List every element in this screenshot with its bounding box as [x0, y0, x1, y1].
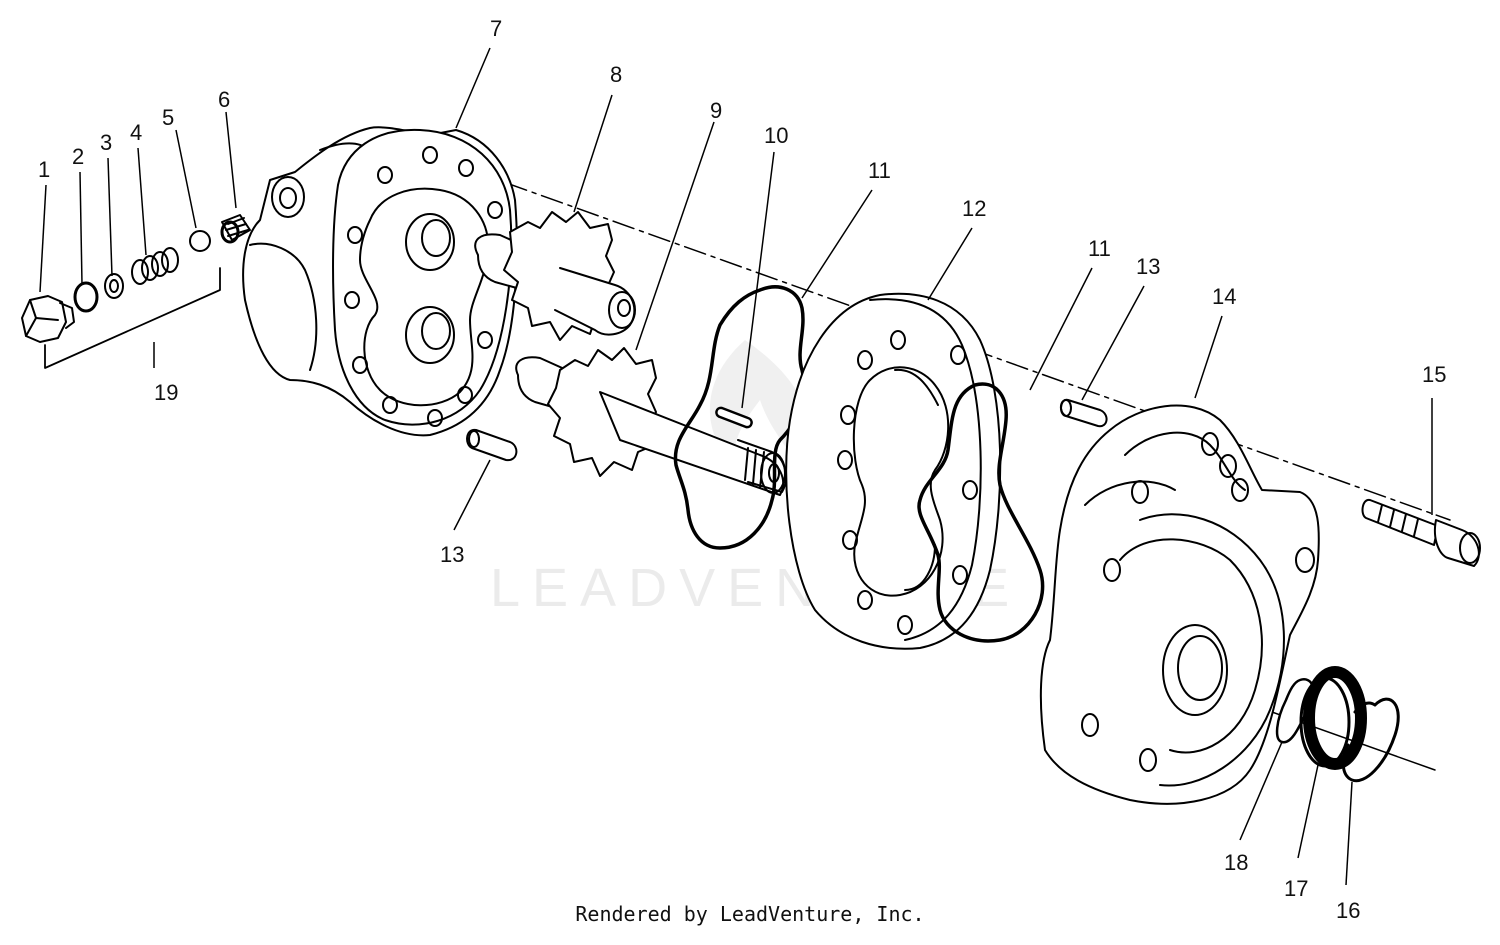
callout-9: 9 [710, 98, 722, 123]
part-15-bolt [1361, 498, 1481, 567]
callout-12: 12 [962, 196, 986, 221]
callout-10: 10 [764, 123, 788, 148]
part-12-gear-housing [785, 292, 1002, 650]
part-3-washer [104, 273, 124, 299]
callout-4: 4 [130, 120, 142, 145]
callout-18: 18 [1224, 850, 1248, 875]
callout-13-right: 13 [1136, 254, 1160, 279]
callout-19: 19 [154, 380, 178, 405]
part-19-bracket [44, 267, 221, 369]
part-1-plug [21, 295, 75, 343]
part-10-key [715, 406, 753, 429]
callout-15: 15 [1422, 362, 1446, 387]
assembly-axis-line [469, 169, 1451, 521]
part-14-end-cover [1039, 404, 1320, 805]
part-4-spring [131, 247, 179, 285]
callout-11: 11 [868, 158, 891, 183]
part-16-retaining-ring [1341, 697, 1400, 783]
part-7-pump-body [242, 126, 518, 437]
part-13-dowel-pin-right [1060, 398, 1108, 428]
part-11-gasket-right [917, 382, 1045, 643]
part-9-gear-shaft [515, 347, 787, 496]
callout-labels: 1 2 3 4 5 6 7 8 9 10 11 11 12 13 13 14 1… [38, 16, 1446, 923]
callout-1: 1 [38, 157, 50, 182]
part-6-seat [220, 214, 251, 244]
part-8-gear-shaft [474, 211, 636, 341]
callout-2: 2 [72, 144, 84, 169]
leader-lines [39, 47, 1433, 886]
footer-credit: Rendered by LeadVenture, Inc. [575, 902, 925, 926]
part-5-ball [189, 230, 211, 252]
callout-16: 16 [1336, 898, 1360, 923]
part-11-gasket [673, 285, 806, 550]
callout-3: 3 [100, 130, 112, 155]
callout-11-right: 11 [1088, 236, 1111, 261]
part-17-seal [1299, 666, 1367, 770]
part-2-o-ring [73, 281, 99, 313]
callout-7: 7 [490, 16, 502, 41]
callout-8: 8 [610, 62, 622, 87]
callout-13-left: 13 [440, 542, 464, 567]
callout-17: 17 [1284, 876, 1308, 901]
part-13-dowel-pin-left [466, 428, 518, 462]
callout-14: 14 [1212, 284, 1236, 309]
callout-5: 5 [162, 105, 174, 130]
callout-6: 6 [218, 87, 230, 112]
